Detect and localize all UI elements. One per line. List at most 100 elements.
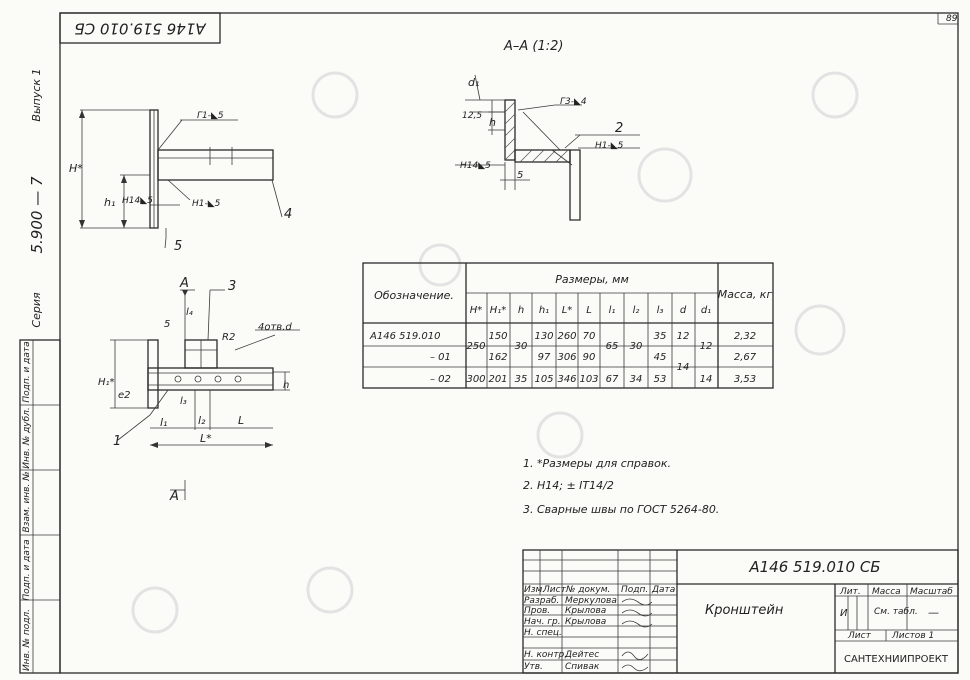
label-l1: l₁ <box>160 416 167 429</box>
svg-text:h: h <box>518 305 524 316</box>
svg-text:№ докум.: № докум. <box>565 585 610 595</box>
label-H-star: H* <box>69 162 83 175</box>
leader-1: 1 <box>113 434 121 449</box>
svg-text:l₁: l₁ <box>609 305 616 316</box>
dim-e2: e2 <box>118 390 131 401</box>
note-3: 3. Сварные швы по ГОСТ 5264-80. <box>523 503 719 516</box>
organization: САНТЕХНИИПРОЕКТ <box>844 654 949 665</box>
section-mark-A-bottom: А <box>169 489 179 504</box>
dimension-table: Обозначение. Размеры, мм Масса, кг H* H₁… <box>362 262 774 389</box>
svg-text:67: 67 <box>606 374 619 385</box>
svg-text:H₁*: H₁* <box>490 305 507 316</box>
svg-text:35: 35 <box>515 374 528 385</box>
svg-text:L*: L* <box>562 305 573 316</box>
svg-text:Лит.: Лит. <box>839 587 861 597</box>
svg-text:Подп. и дата: Подп. и дата <box>22 341 32 402</box>
top-designation: А146 519.010 СБ <box>74 20 206 38</box>
signature-3 <box>621 620 653 628</box>
side-vypusk: Выпуск 1 <box>30 68 43 121</box>
label-L-star: L* <box>200 432 212 445</box>
svg-text:d: d <box>680 305 687 316</box>
table-row: А146 519.010 150 130 260 70 35 12 2,32 <box>369 331 756 342</box>
svg-text:Дейтес: Дейтес <box>564 650 599 660</box>
weld-g1: Г1-◣5 <box>197 111 224 121</box>
svg-text:14: 14 <box>700 374 713 385</box>
section-aa-drawing: А–А (1:2) d₁ 12,5 h Г3-◣4 <box>455 39 640 221</box>
svg-text:162: 162 <box>488 352 507 363</box>
svg-text:150: 150 <box>488 331 507 342</box>
label-H1-star: H₁* <box>98 377 115 388</box>
svg-text:Подп. и дата: Подп. и дата <box>22 539 32 600</box>
label-h1: h₁ <box>104 196 115 209</box>
notes-block: 1. *Размеры для справок. 2. Н14; ± IT14/… <box>523 457 719 516</box>
svg-text:300: 300 <box>466 374 485 385</box>
svg-text:45: 45 <box>654 352 667 363</box>
svg-text:12: 12 <box>677 331 690 342</box>
svg-text:Инв. № дубл.: Инв. № дубл. <box>22 407 32 469</box>
side-series-label: Серия <box>30 292 43 328</box>
svg-text:103: 103 <box>579 374 598 385</box>
signature-2 <box>621 609 653 617</box>
signature-5 <box>621 664 649 672</box>
svg-text:– 01: – 01 <box>430 352 451 363</box>
svg-text:l₃: l₃ <box>657 305 664 316</box>
weld-n14-side: Н14◣5 <box>122 196 153 206</box>
svg-text:Дата: Дата <box>651 585 675 595</box>
signature-4 <box>621 651 649 660</box>
svg-text:H*: H* <box>470 305 483 316</box>
label-L: L <box>238 414 244 427</box>
svg-text:Подп.: Подп. <box>621 585 648 595</box>
svg-text:И: И <box>840 608 848 619</box>
th-mass: Масса, кг <box>718 288 773 301</box>
svg-text:Нач. гр.: Нач. гр. <box>524 617 561 627</box>
svg-text:130: 130 <box>534 331 553 342</box>
leader-3: 3 <box>228 279 236 294</box>
title-designation: А146 519.010 СБ <box>748 558 880 576</box>
svg-text:97: 97 <box>538 352 551 363</box>
watermark-logos <box>131 71 859 634</box>
svg-text:3,53: 3,53 <box>734 374 756 385</box>
svg-text:Листов 1: Листов 1 <box>891 631 934 641</box>
svg-text:См. табл.: См. табл. <box>874 607 918 617</box>
svg-text:201: 201 <box>488 374 507 385</box>
svg-text:346: 346 <box>557 374 576 385</box>
svg-text:А146 519.010: А146 519.010 <box>369 331 440 342</box>
plan-view-drawing: А А 3 5 l₄ R2 4отв.d H₁* h e2 l₃ l₁ l₂ L… <box>98 276 300 504</box>
svg-text:Изм.: Изм. <box>524 585 545 595</box>
table-row: – 02 300 201 35 105 346 103 67 34 53 14 … <box>430 374 756 385</box>
svg-text:Н. спец.: Н. спец. <box>524 628 562 638</box>
svg-text:2,67: 2,67 <box>734 352 757 363</box>
side-view-drawing: H* Г1-◣5 h₁ Н14◣5 Н1-◣5 4 5 <box>69 109 292 254</box>
section-mark-A-top: А <box>179 276 189 291</box>
svg-text:Масса: Масса <box>872 587 901 597</box>
weld-n1-section: Н1-◣5 <box>595 141 624 151</box>
svg-text:Н. контр.: Н. контр. <box>524 650 567 660</box>
svg-text:Разраб.: Разраб. <box>524 596 559 606</box>
label-l2: l₂ <box>198 414 206 427</box>
label-d1-section: d₁ <box>468 76 479 89</box>
side-stamp-strip: Инв. № подл. Подп. и дата Взам. инв. № И… <box>19 339 61 674</box>
svg-text:Спивак: Спивак <box>565 662 600 672</box>
signature-1 <box>621 598 653 606</box>
svg-text:l₂: l₂ <box>633 305 640 316</box>
svg-text:53: 53 <box>654 374 667 385</box>
svg-text:250: 250 <box>466 341 485 352</box>
th-dimensions: Размеры, мм <box>555 273 629 286</box>
weld-g3: Г3-◣4 <box>560 97 587 107</box>
svg-text:d₁: d₁ <box>701 305 711 316</box>
top-designation-box <box>59 12 221 44</box>
svg-text:h₁: h₁ <box>539 305 549 316</box>
svg-text:Лист: Лист <box>847 631 872 641</box>
svg-text:30: 30 <box>630 341 643 352</box>
label-h-plan: h <box>283 380 289 391</box>
title-block: Изм. Лист № докум. Подп. Дата Разраб. Ме… <box>522 549 959 674</box>
label-l4: l₄ <box>186 307 193 318</box>
weld-n1-side: Н1-◣5 <box>192 199 221 209</box>
note-1: 1. *Размеры для справок. <box>523 457 671 470</box>
leader-4: 4 <box>284 207 292 222</box>
svg-text:105: 105 <box>534 374 553 385</box>
svg-text:Крылова: Крылова <box>565 617 606 627</box>
svg-text:Крылова: Крылова <box>565 606 606 616</box>
